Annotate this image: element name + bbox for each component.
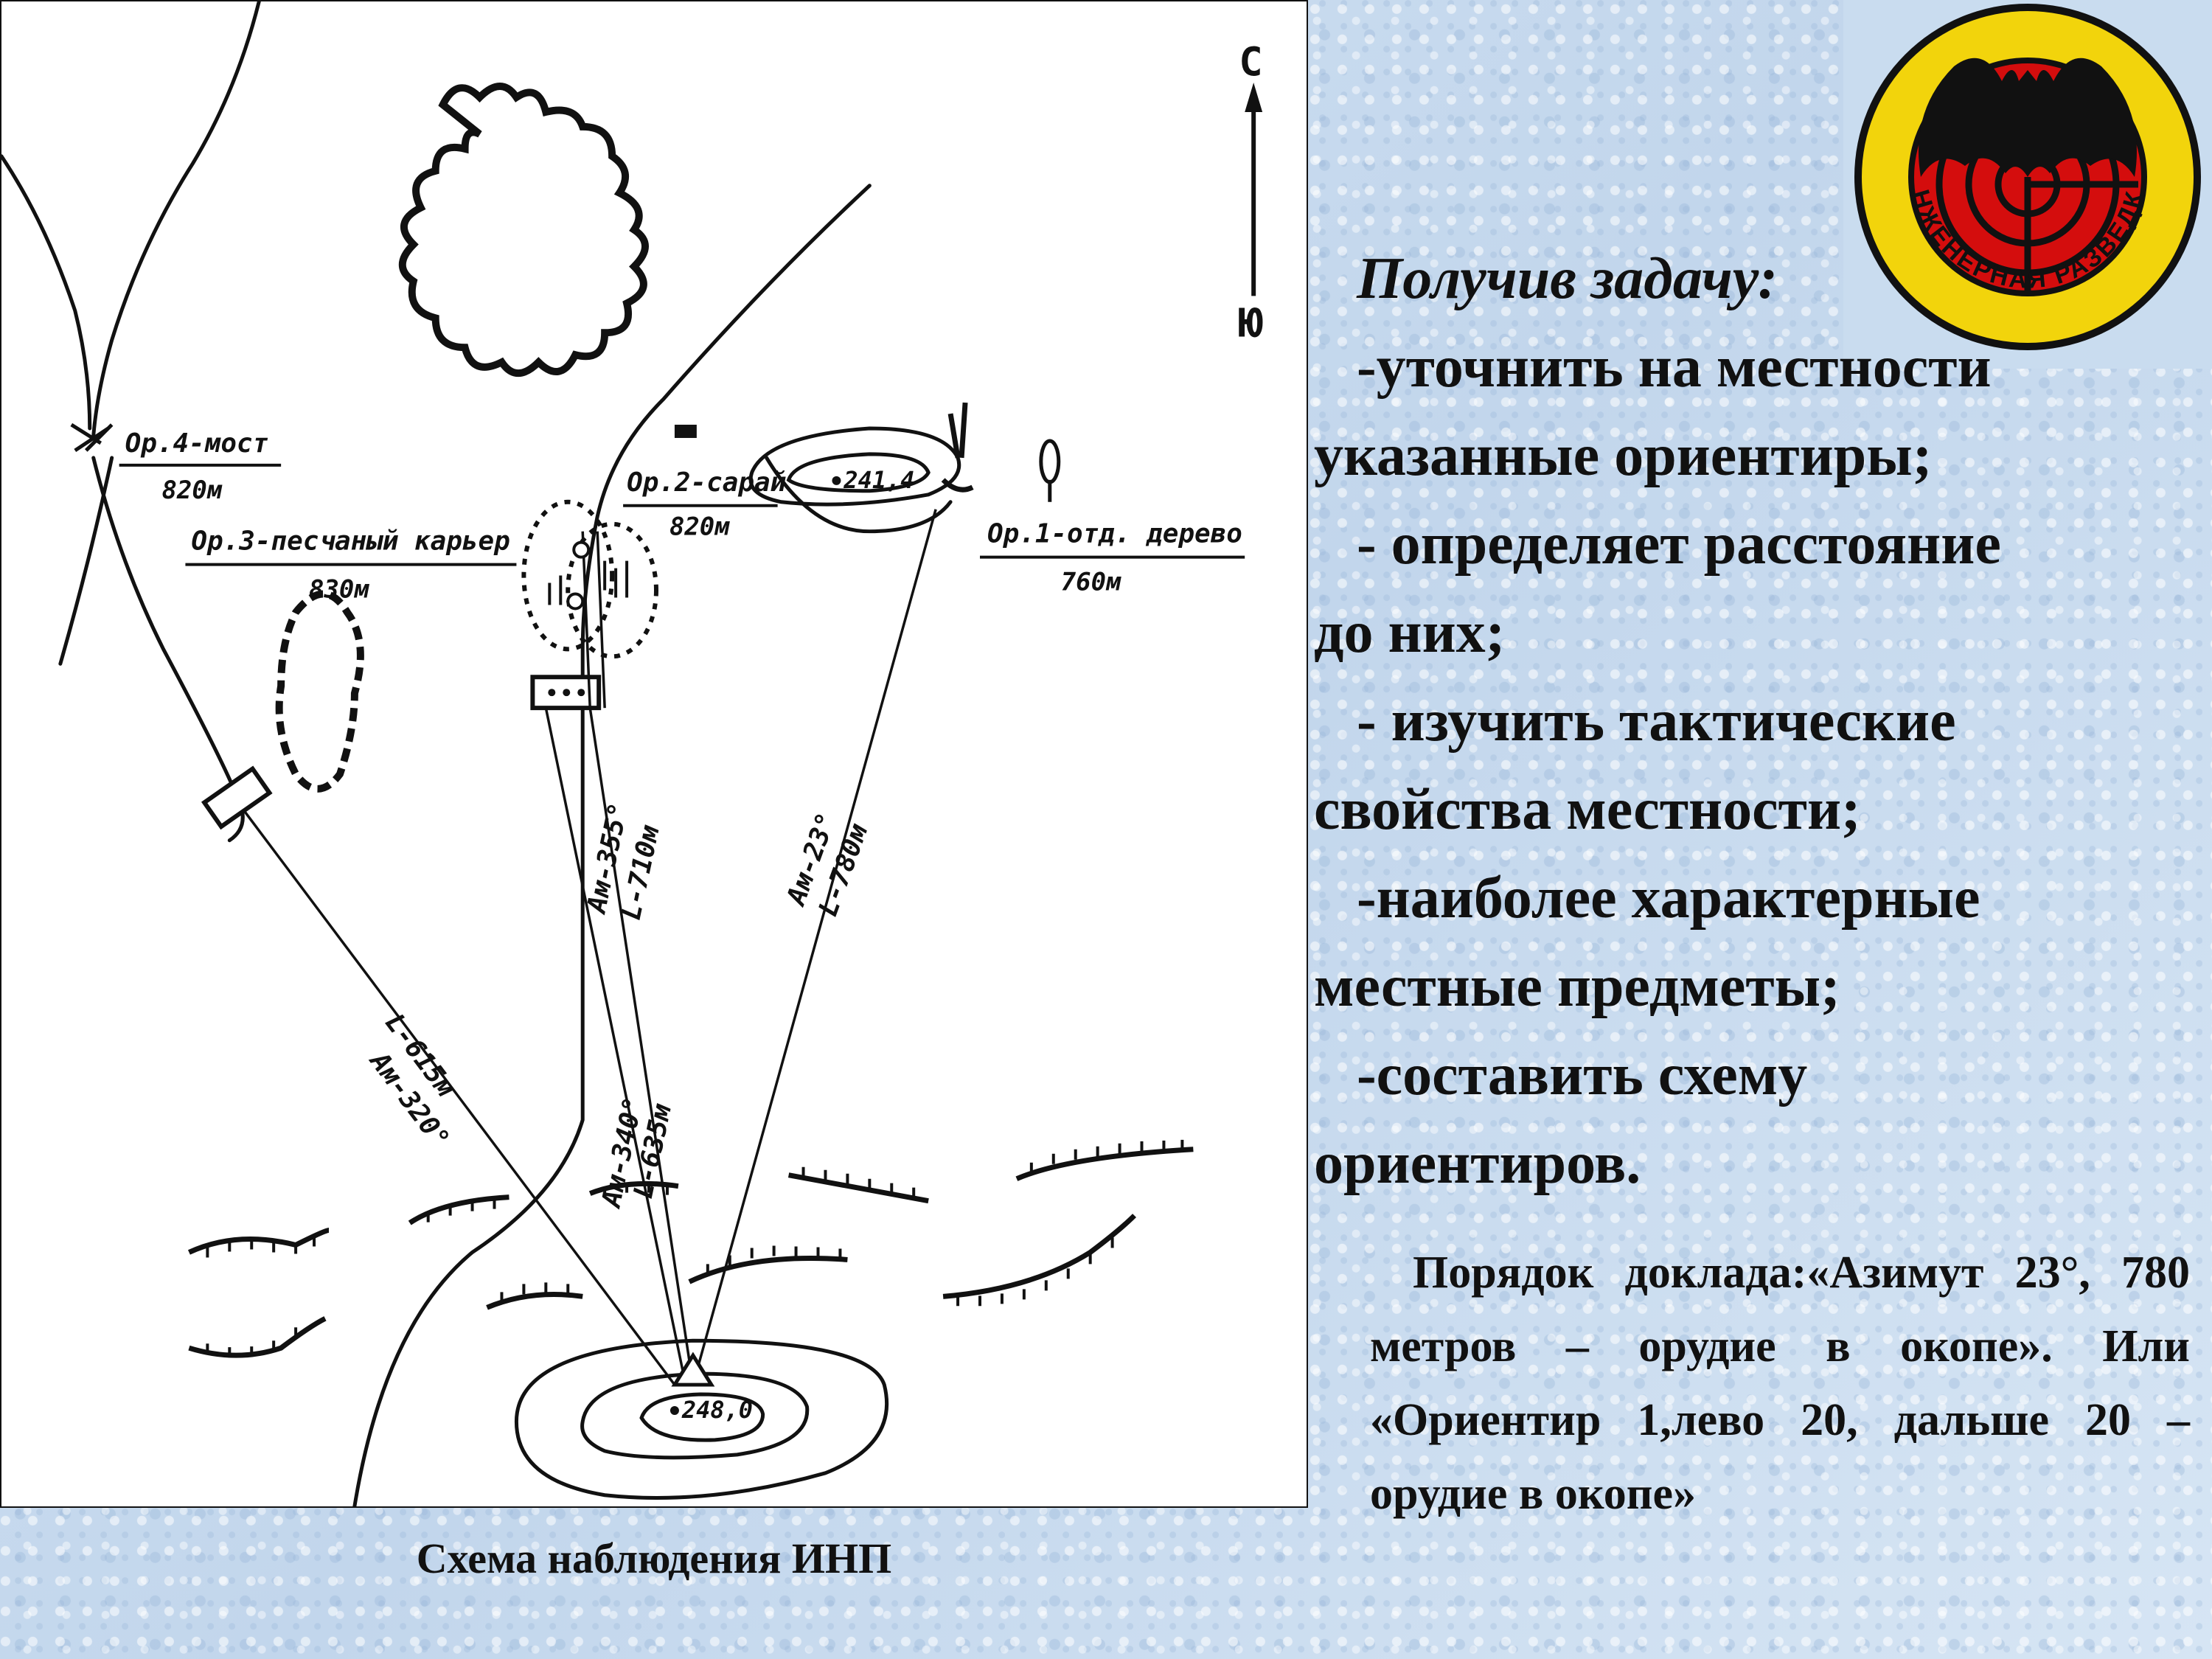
landmark-2-label: Ор.2-сарай <box>627 467 787 498</box>
task-dash-4: - <box>1357 866 1377 931</box>
hill-241-contours <box>748 426 961 507</box>
ray-annotations: Ам-320° L-615м Ам-340° L-635м Ам-355° L-… <box>363 800 874 1211</box>
height-241-label: 241,4 <box>843 466 914 494</box>
quarry-icon <box>521 499 658 659</box>
task-item-5-first: составить схему <box>1376 1043 1808 1107</box>
task-heading: Получив задачу: <box>1357 246 1778 311</box>
landmark-4: Ор.4-мост 820м <box>119 428 282 504</box>
task-dash-2: - <box>1357 512 1377 577</box>
compass-south-label: Ю <box>1239 299 1263 346</box>
road-main <box>352 184 872 1506</box>
task-item-1: -уточнить на местности указанные ориенти… <box>1314 323 2206 500</box>
bridge-icon <box>70 422 114 453</box>
observation-diagram: 241,4 С Ю <box>0 0 1308 1508</box>
task-dash-1: - <box>1357 335 1377 400</box>
trench-1 <box>187 1228 330 1255</box>
engineering-recon-badge: ИНЖЕНЕРНАЯ РАЗВЕДКА <box>1843 0 2212 369</box>
task-item-5: -составить схему ориентиров. <box>1314 1031 2206 1208</box>
task-item-1-first: уточнить на местности <box>1376 335 1992 400</box>
landmark-4-distance: 820м <box>162 476 223 504</box>
ray-quarry <box>581 531 606 709</box>
landmark-3-distance: 830м <box>309 574 369 603</box>
trench-7 <box>486 1292 583 1310</box>
task-item-5-rest: ориентиров. <box>1314 1131 1641 1196</box>
height-241-mark <box>832 476 841 485</box>
landmark-3: Ор.3-песчаный карьер 830м <box>185 526 517 603</box>
gun-icon <box>941 402 974 493</box>
compass: С Ю <box>1239 38 1263 346</box>
river-upper <box>91 1 261 438</box>
landmark-1: Ор.1-отд. дерево 760м <box>980 519 1245 597</box>
road-lower <box>91 456 245 843</box>
ray-23 <box>692 509 937 1385</box>
task-dash-3: - <box>1357 689 1377 754</box>
trenches <box>187 1147 1194 1358</box>
road-lower-left <box>58 456 114 666</box>
task-dash-5: - <box>1357 1043 1377 1107</box>
forest-icon <box>398 83 649 377</box>
ray-340 <box>544 707 687 1385</box>
height-248-mark <box>669 1406 679 1415</box>
task-item-3-rest: свойства местности; <box>1314 777 1861 842</box>
landmark-3-label: Ор.3-песчаный карьер <box>191 526 509 557</box>
task-item-1-rest: указанные ориентиры; <box>1314 423 1933 488</box>
compass-north-label: С <box>1239 38 1262 85</box>
report-procedure: Порядок доклада:«Азимут 23°, 780 метров … <box>1370 1248 2190 1519</box>
hill-248-contours <box>514 1338 889 1500</box>
landmark-4-label: Ор.4-мост <box>125 428 269 459</box>
observation-point-icon <box>671 1352 715 1387</box>
trench-ticks <box>206 1139 1184 1358</box>
task-item-4-rest: местные предметы; <box>1314 954 1840 1019</box>
trench-5 <box>1015 1147 1194 1181</box>
track <box>765 456 953 534</box>
height-248-label: 248,0 <box>681 1396 753 1424</box>
ray-320 <box>243 810 676 1386</box>
sighting-rays <box>243 509 937 1386</box>
trench-4 <box>787 1172 929 1204</box>
task-item-3-first: изучить тактические <box>1376 689 1956 754</box>
ray-355 <box>588 707 695 1385</box>
diagram-canvas: 241,4 С Ю <box>1 1 1263 1506</box>
task-item-4-first: наиболее характерные <box>1376 866 1980 931</box>
task-item-2-rest: до них; <box>1314 600 1506 665</box>
task-item-2-first: определяет расстояние <box>1376 512 2001 577</box>
landmark-2: Ор.2-сарай 820м <box>623 467 787 541</box>
trench-6 <box>188 1316 327 1358</box>
landmark-1-label: Ор.1-отд. дерево <box>987 519 1242 549</box>
task-item-3: - изучить тактические свойства местности… <box>1314 677 2206 854</box>
landmark-1-distance: 760м <box>1061 568 1121 597</box>
observation-post-left <box>201 765 273 830</box>
task-list: Получив задачу: -уточнить на местности у… <box>1314 234 2206 1208</box>
barn-icon <box>674 425 697 438</box>
quarry-hatch <box>548 560 629 605</box>
bat-icon <box>1919 58 2137 177</box>
task-item-4: -наиболее характерные местные предметы; <box>1314 854 2206 1031</box>
road-upper <box>1 154 92 431</box>
diagram-caption: Схема наблюдения ИНП <box>416 1534 892 1582</box>
landmark-2-distance: 820м <box>669 512 730 541</box>
tree-icon <box>1039 439 1061 502</box>
trench-8 <box>688 1255 848 1284</box>
task-item-2: - определяет расстояние до них; <box>1314 500 2206 677</box>
sand-pit-icon <box>275 590 364 793</box>
trench-9 <box>942 1214 1136 1299</box>
